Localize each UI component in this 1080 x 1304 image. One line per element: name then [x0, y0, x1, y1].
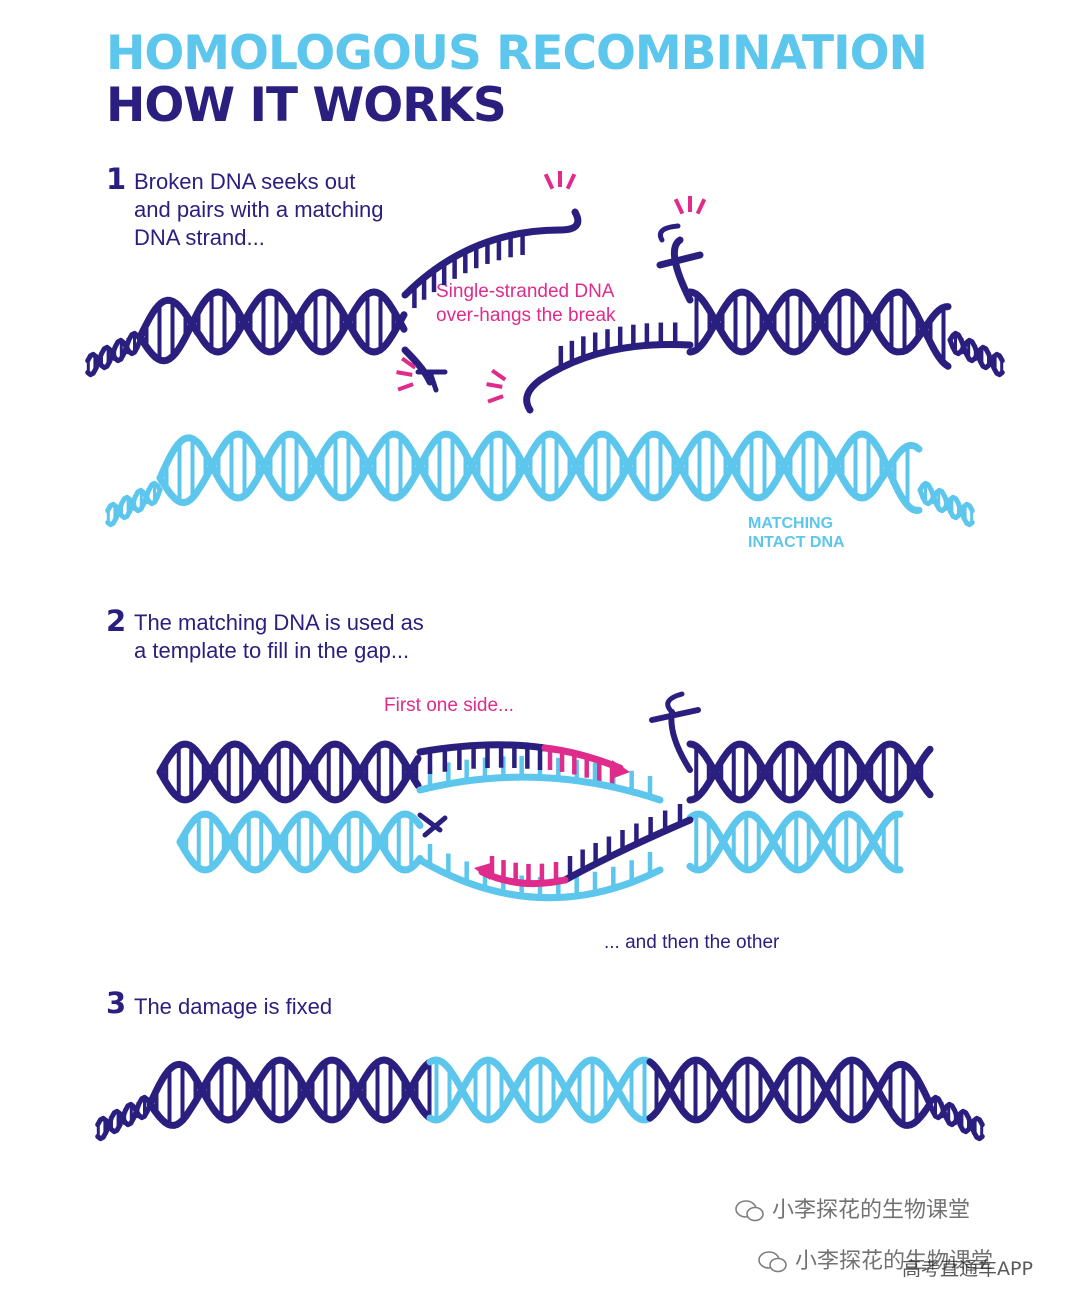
- fixed-navy-tail-left: [95, 1101, 153, 1135]
- watermark-2: 小李探花的生物课堂: [758, 1243, 993, 1275]
- navy-left-break-end: [415, 369, 448, 393]
- break-spark-left: [397, 382, 414, 392]
- overhang-label: Single-stranded DNA over-hangs the break: [436, 280, 616, 328]
- fixed-navy-tail-right: [927, 1094, 985, 1142]
- title-secondary: HOW IT WORKS: [106, 78, 507, 133]
- dloop-cyan-upper: [416, 773, 664, 804]
- step-3-number: 3: [106, 986, 127, 1020]
- overhang-label-line-2: over-hangs the break: [436, 305, 616, 326]
- matching-label-line-1: MATCHING: [748, 515, 834, 532]
- invading-navy-top: [416, 741, 549, 756]
- navy-left-helix-backbone-a: [136, 288, 408, 356]
- break-spark-right: [491, 368, 507, 382]
- matching-intact-label: MATCHING INTACT DNA: [748, 514, 845, 552]
- fixed-cyan-middle-helix-backbone-a: [426, 1056, 653, 1124]
- step2-navy-left-helix-backbone-a: [156, 740, 422, 804]
- watermark-1: 小李探花的生物课堂: [735, 1192, 970, 1224]
- step-2-line-2: a template to fill in the gap...: [134, 638, 410, 663]
- fixed-navy-left-helix-backbone-a: [146, 1056, 433, 1124]
- break-spark-top-right: [673, 198, 685, 215]
- fixed-cyan-middle-helix-backbone-b: [426, 1056, 653, 1124]
- step2-navy-left-helix-backbone-b: [156, 740, 422, 804]
- diagram-back-layer: [86, 232, 1004, 1139]
- cyan-intact-tail-right: [917, 480, 975, 528]
- watermark-1-text: 小李探花的生物课堂: [772, 1198, 971, 1223]
- fixed-navy-right-helix-backbone-a: [646, 1056, 933, 1124]
- watermark-3: 高考直通车APP: [902, 1258, 1033, 1280]
- step2-cyan-right-helix-backbone-b: [686, 810, 904, 874]
- step-2-number: 2: [106, 604, 127, 638]
- diagram-front-layer: [396, 171, 707, 880]
- new-synthesis-arrow-top: [612, 760, 630, 778]
- break-spark-left: [401, 356, 417, 370]
- step-3-text: The damage is fixed: [134, 993, 332, 1021]
- break-spark-top-left: [543, 173, 555, 190]
- wechat-icon: [758, 1251, 787, 1273]
- break-spark-top-left: [565, 173, 577, 190]
- matching-label-line-2: INTACT DNA: [748, 534, 845, 551]
- step2-navy-right-helix-backbone-b: [686, 740, 934, 804]
- then-other-label: ... and then the other: [604, 932, 779, 954]
- navy-overhang-left-top: [401, 208, 582, 299]
- step2-right-hook: [665, 691, 685, 715]
- step2-cyan-left-helix-backbone-b: [176, 810, 424, 874]
- navy-left-helix-backbone-b: [136, 288, 408, 365]
- dloop-cyan-lower: [416, 856, 664, 902]
- step2-left-break-end: [417, 812, 448, 838]
- first-side-label: First one side...: [384, 695, 514, 716]
- diagram-main-layer: [85, 208, 1005, 1142]
- navy-left-tail: [85, 330, 143, 378]
- step-2-line-1: The matching DNA is used as: [134, 610, 424, 635]
- step2-right-break-end: [649, 707, 701, 773]
- step-1-line-2: and pairs with a matching: [134, 197, 384, 222]
- break-spark-right: [486, 382, 503, 389]
- fixed-navy-tail-right: [927, 1101, 985, 1135]
- break-spark-top-right: [695, 198, 707, 215]
- cyan-intact-tail-left: [105, 480, 163, 528]
- step-1-line-1: Broken DNA seeks out: [134, 169, 356, 194]
- navy-overhang-right-bottom: [523, 340, 694, 414]
- new-synthesis-arrow-bottom: [474, 862, 494, 880]
- cyan-intact-tail-left: [105, 487, 163, 521]
- step-1-number: 1: [106, 162, 127, 196]
- fixed-navy-tail-left: [95, 1094, 153, 1142]
- overhang-label-line-1: Single-stranded DNA: [436, 281, 615, 302]
- navy-right-upper-end: [656, 236, 704, 304]
- invading-navy-bottom: [561, 816, 694, 884]
- wechat-icon: [735, 1200, 764, 1222]
- then-other-text: ... and then the other: [604, 932, 780, 953]
- fixed-navy-left-helix-backbone-b: [146, 1056, 433, 1129]
- cyan-intact-tail-right: [917, 487, 975, 521]
- break-spark-left: [396, 370, 413, 377]
- step2-navy-right-helix-backbone-a: [686, 740, 934, 804]
- watermark-2-text: 小李探花的生物课堂: [795, 1249, 994, 1274]
- step-3-line-1: The damage is fixed: [134, 994, 333, 1019]
- navy-right-helix-backbone-b: [686, 288, 952, 356]
- navy-right-tail: [947, 330, 1005, 378]
- step-1-text: Broken DNA seeks out and pairs with a ma…: [134, 168, 383, 252]
- navy-left-lower-end: [401, 346, 434, 386]
- cyan-intact-helix-backbone-a: [156, 430, 923, 502]
- break-spark-right: [487, 394, 504, 404]
- navy-right-tail: [947, 337, 1005, 371]
- step-2-text: The matching DNA is used as a template t…: [134, 609, 424, 665]
- step-1-line-3: DNA strand...: [134, 225, 265, 250]
- navy-right-hook: [657, 223, 681, 243]
- fixed-navy-right-helix-backbone-b: [646, 1056, 933, 1129]
- title-primary: HOMOLOGOUS RECOMBINATION: [106, 26, 928, 81]
- navy-left-tail: [85, 337, 143, 371]
- cyan-intact-helix-backbone-b: [156, 430, 923, 514]
